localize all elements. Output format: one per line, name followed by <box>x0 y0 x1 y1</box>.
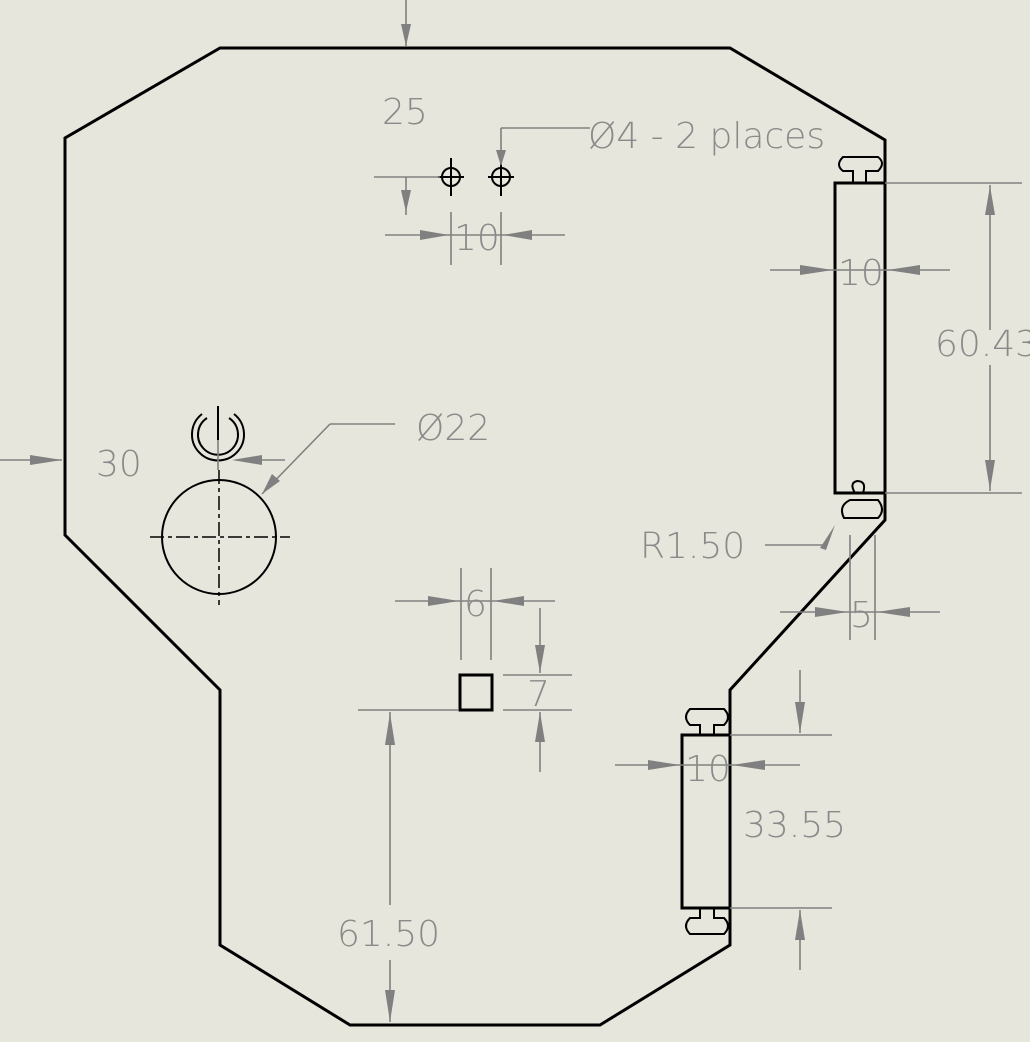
dim-bottom-slot-length[interactable]: 33.55 <box>743 805 846 846</box>
dim-hole-callout[interactable]: Ø4 - 2 places <box>588 116 825 157</box>
dim-big-hole[interactable]: Ø22 <box>416 408 490 449</box>
bottom-slot[interactable] <box>680 708 732 935</box>
dim-square-width[interactable]: 6 <box>464 584 487 625</box>
dim-square-offset[interactable]: 61.50 <box>337 914 440 955</box>
part-outline[interactable] <box>63 46 887 1027</box>
dim-top-slot-width[interactable]: 10 <box>838 253 884 294</box>
dimension-lines <box>0 0 1022 1022</box>
dim-bottom-slot-width[interactable]: 10 <box>685 749 731 790</box>
dim-hole-vertical[interactable]: 25 <box>382 92 428 133</box>
dim-hole-spacing[interactable]: 10 <box>454 218 500 259</box>
square-cutout[interactable] <box>458 673 494 712</box>
dim-top-slot-length[interactable]: 60.43 <box>935 324 1030 365</box>
dim-big-hole-offset[interactable]: 30 <box>96 444 142 485</box>
big-hole[interactable] <box>150 470 290 605</box>
dim-square-height[interactable]: 7 <box>527 674 550 715</box>
small-hole-left[interactable] <box>438 158 464 196</box>
dim-slot-radius[interactable]: R1.50 <box>640 526 745 567</box>
top-slot[interactable] <box>833 156 885 519</box>
dim-slot-edge-offset[interactable]: 5 <box>850 595 873 636</box>
